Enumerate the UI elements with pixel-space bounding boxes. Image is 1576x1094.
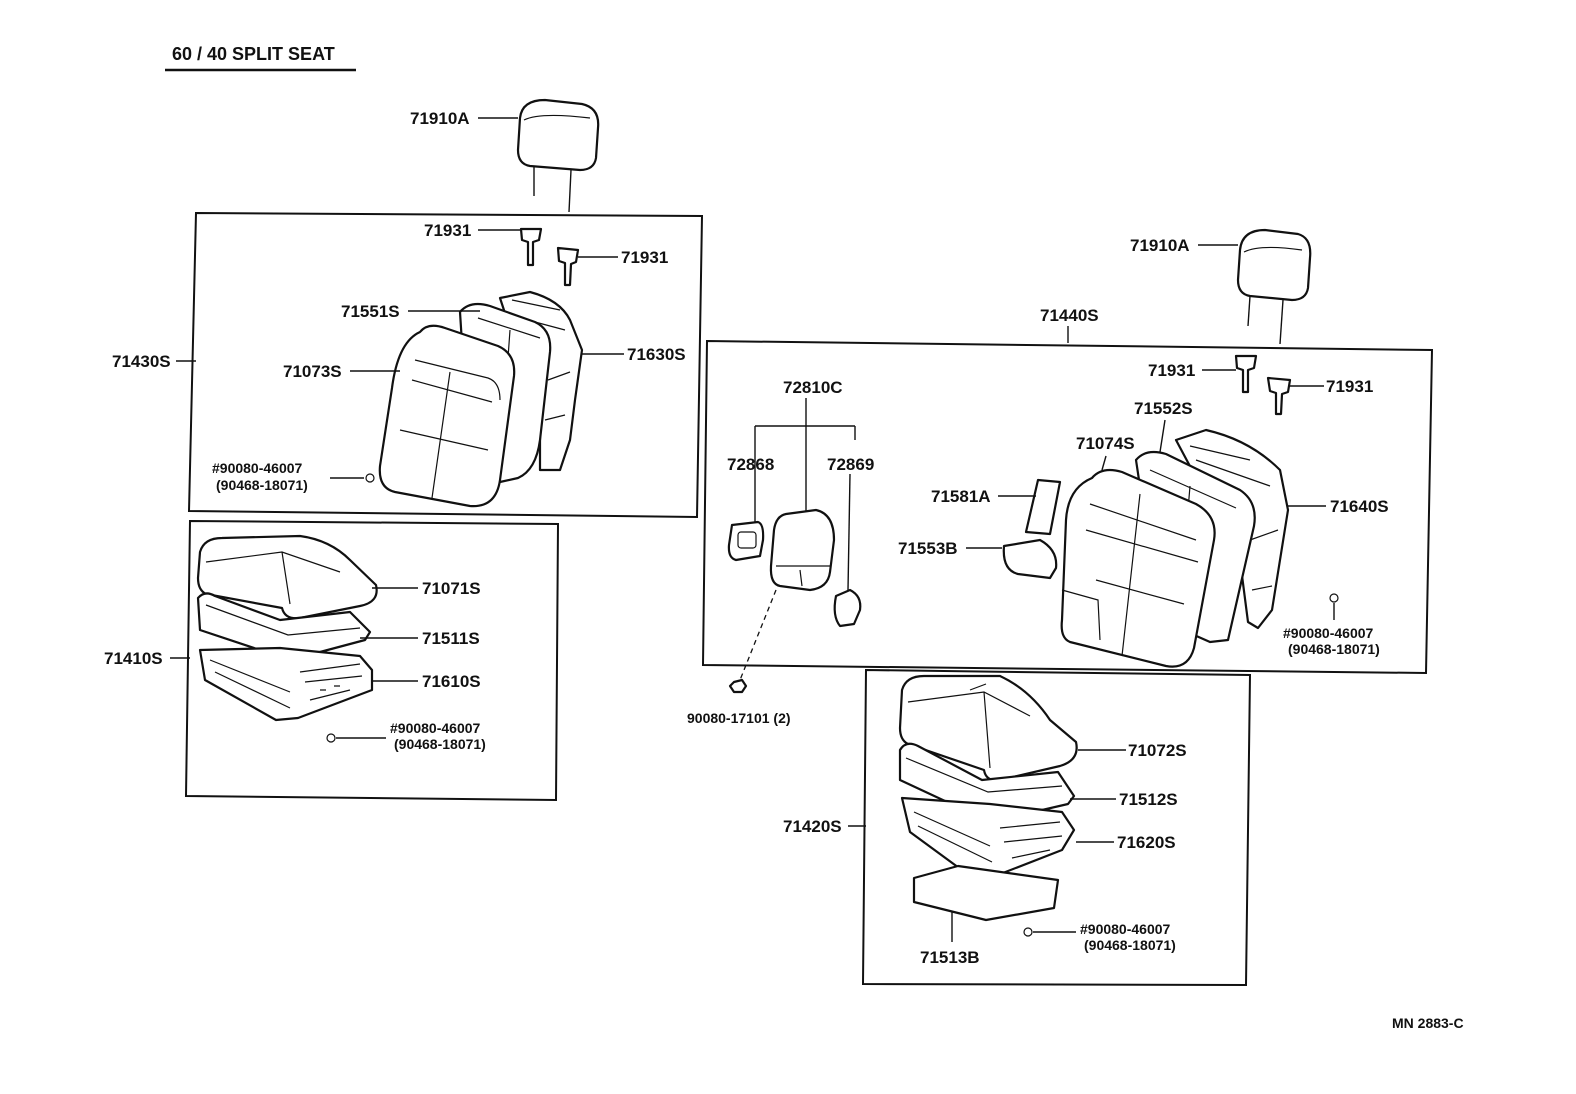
label-hog-ring-l1-alt: (90468-18071): [216, 477, 308, 493]
label-hog-ring-r2-alt: (90468-18071): [1084, 937, 1176, 953]
label-71630S: 71630S: [627, 345, 686, 364]
label-hog-ring-l2-alt: (90468-18071): [394, 736, 486, 752]
label-hog-ring-r1: #90080-46007: [1283, 625, 1374, 641]
cushion-frame-right[interactable]: [900, 796, 1076, 880]
label-71610S: 71610S: [422, 672, 481, 691]
headrest-support-right-1[interactable]: [1234, 354, 1258, 394]
label-71931-r2: 71931: [1326, 377, 1373, 396]
label-71552S: 71552S: [1134, 399, 1193, 418]
hog-ring-icon: [1329, 593, 1339, 603]
pad-71553B[interactable]: [1002, 538, 1058, 580]
headrest-support-left-1[interactable]: [519, 227, 543, 267]
label-71931-l1: 71931: [424, 221, 471, 240]
label-71910A-left: 71910A: [410, 109, 470, 128]
cushion-pad-right[interactable]: [898, 742, 1076, 824]
headrest-support-right-2[interactable]: [1266, 376, 1292, 416]
seatback-cover-left[interactable]: [378, 324, 516, 508]
label-71511S: 71511S: [422, 629, 480, 648]
leader: [847, 473, 851, 591]
diagram-title: 60 / 40 SPLIT SEAT: [172, 44, 335, 64]
hog-ring-icon: [326, 733, 336, 743]
bolt-icon: [728, 678, 748, 694]
hog-ring-icon: [1023, 927, 1033, 937]
pad-71581A[interactable]: [1024, 478, 1062, 536]
leader: [1101, 455, 1107, 471]
headrest-support-left-2[interactable]: [556, 246, 580, 287]
label-hog-ring-l2: #90080-46007: [390, 720, 481, 736]
group-box-right-back: [701, 339, 1434, 675]
label-71931-l2: 71931: [621, 248, 668, 267]
label-71071S: 71071S: [422, 579, 481, 598]
group-box-right-cushion: [861, 668, 1252, 987]
label-72868: 72868: [727, 455, 774, 474]
drawing-code: MN 2883-C: [1392, 1015, 1464, 1031]
leader: [1159, 419, 1166, 453]
armrest-cup-holder[interactable]: [727, 520, 765, 562]
label-hog-ring-l1: #90080-46007: [212, 460, 303, 476]
headrest-right[interactable]: [1236, 228, 1312, 345]
seatback-cover-right[interactable]: [1060, 468, 1216, 668]
label-71620S: 71620S: [1117, 833, 1176, 852]
label-bolt: 90080-17101 (2): [687, 710, 791, 726]
armrest[interactable]: [769, 508, 836, 592]
label-71074S: 71074S: [1076, 434, 1135, 453]
label-71551S: 71551S: [341, 302, 400, 321]
cushion-frame-left[interactable]: [198, 646, 374, 722]
label-71553B: 71553B: [898, 539, 958, 558]
bolt-leader: [739, 589, 777, 681]
label-hog-ring-r2: #90080-46007: [1080, 921, 1171, 937]
label-71420S: 71420S: [783, 817, 842, 836]
group-box-left-cushion: [184, 519, 560, 802]
label-71931-r1: 71931: [1148, 361, 1195, 380]
label-71440S: 71440S: [1040, 306, 1099, 325]
headrest-left[interactable]: [516, 98, 600, 213]
label-71430S: 71430S: [112, 352, 171, 371]
mat-71513B[interactable]: [912, 864, 1060, 922]
label-71512S: 71512S: [1119, 790, 1178, 809]
label-71410S: 71410S: [104, 649, 163, 668]
label-72810C: 72810C: [783, 378, 843, 397]
label-71513B: 71513B: [920, 948, 980, 967]
label-71073S: 71073S: [283, 362, 342, 381]
hog-ring-icon: [365, 473, 375, 483]
cushion-pad-left[interactable]: [196, 592, 372, 662]
group-box-left-back: [187, 211, 704, 519]
label-hog-ring-r1-alt: (90468-18071): [1288, 641, 1380, 657]
label-71581A: 71581A: [931, 487, 991, 506]
label-72869: 72869: [827, 455, 874, 474]
label-71072S: 71072S: [1128, 741, 1187, 760]
label-71910A-right: 71910A: [1130, 236, 1190, 255]
armrest-knob[interactable]: [833, 588, 862, 628]
label-71640S: 71640S: [1330, 497, 1389, 516]
